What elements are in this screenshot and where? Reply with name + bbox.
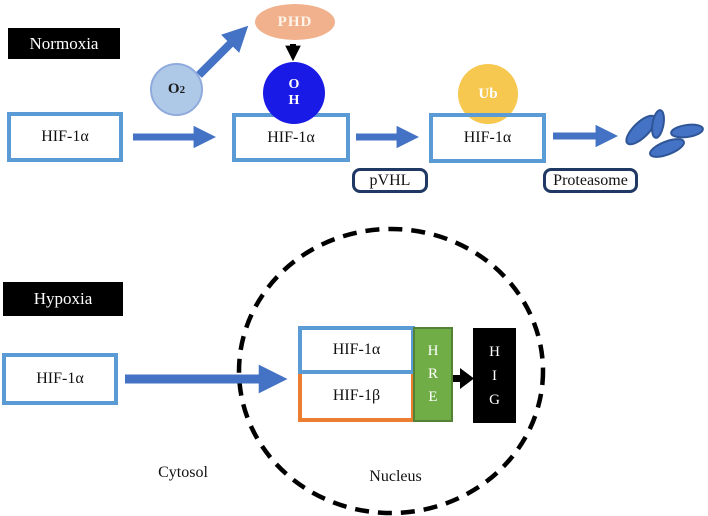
hig-letter: H — [489, 343, 500, 360]
hif1a-nucleus-box: HIF-1α — [298, 326, 415, 374]
oh-letter-o: O — [288, 77, 300, 92]
pvhl-label-box: pVHL — [352, 168, 428, 193]
hre-letter: E — [428, 389, 438, 405]
hig-letter: G — [489, 391, 500, 408]
cytosol-label: Cytosol — [158, 464, 208, 481]
hif1a-cytosol-box: HIF-1α — [2, 353, 118, 405]
proteasome-label-box: Proteasome — [543, 168, 638, 193]
fragment-ellipse — [649, 138, 685, 158]
hif1a-box-1: HIF-1α — [7, 112, 123, 162]
oh-letter-h: H — [288, 93, 300, 108]
nucleus-membrane-dashed-circle — [236, 226, 546, 516]
arrow-o2-to-phd — [196, 25, 249, 78]
fragment-ellipse — [670, 123, 704, 139]
hif1b-nucleus-box: HIF-1β — [298, 374, 415, 422]
hre-letter: R — [427, 366, 438, 382]
nucleus-label: Nucleus — [369, 468, 422, 485]
phd-enzyme-ellipse: PHD — [255, 4, 335, 40]
hif1a-box-3: HIF-1α — [429, 113, 546, 163]
hypoxia-section-label: Hypoxia — [3, 282, 123, 316]
fragment-ellipse — [651, 109, 665, 139]
arrow-hre-to-hig — [452, 368, 474, 389]
hig-genes-box: H I G — [473, 328, 516, 423]
hre-element-box: H R E — [413, 327, 453, 422]
normoxia-section-label: Normoxia — [8, 28, 120, 59]
hydroxyl-oh-circle: O H — [263, 62, 325, 124]
hre-letter: H — [427, 343, 439, 359]
o2-label: O — [167, 81, 180, 97]
hig-letter: I — [492, 367, 497, 384]
degradation-fragments — [625, 109, 704, 158]
